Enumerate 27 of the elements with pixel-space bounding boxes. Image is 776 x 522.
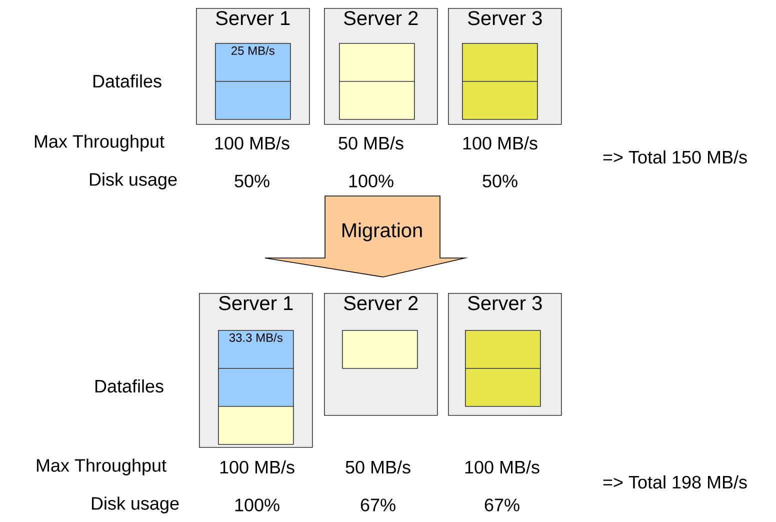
datafile-block (462, 43, 538, 82)
row-label: 100% (235, 498, 280, 512)
row-label: Disk usage (92, 496, 179, 514)
row-label: 100 MB/s (465, 460, 540, 474)
row-label: 67% (360, 498, 396, 512)
row-label: 50 MB/s (346, 460, 410, 474)
row-label: Max Throughput (36, 458, 166, 476)
datafile-block (342, 330, 418, 369)
row-label: Datafiles (95, 379, 164, 393)
row-label: Max Throughput (34, 134, 164, 152)
datafile-block (339, 81, 415, 120)
datafile-block (465, 330, 541, 369)
datafile-block (218, 368, 294, 407)
datafile-block (465, 368, 541, 407)
row-label: Disk usage (90, 172, 177, 190)
row-label: Datafiles (93, 74, 162, 88)
datafile-block (462, 81, 538, 120)
row-label: => Total 198 MB/s (603, 475, 747, 489)
datafile-block: 33.3 MB/s (218, 330, 294, 369)
datafile-block: 25 MB/s (215, 43, 291, 82)
datafile-block (215, 81, 291, 120)
row-label: => Total 150 MB/s (603, 150, 747, 164)
row-label: 67% (484, 498, 520, 512)
row-label: 50% (234, 174, 270, 188)
datafile-block (218, 406, 294, 445)
row-label: 50% (482, 174, 518, 188)
datafile-block (339, 43, 415, 82)
